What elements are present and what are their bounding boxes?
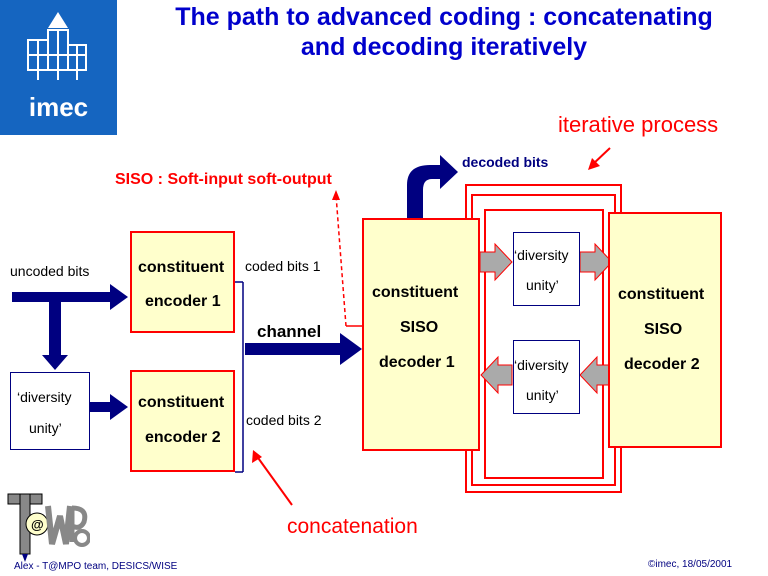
- arrow-dec2-to-div-bottom: [579, 355, 611, 395]
- tempo-logo-graphic: @: [7, 493, 90, 562]
- arrow-decoded-bits: [407, 155, 458, 218]
- footer-left: Alex - T@MPO team, DESICS/WISE: [14, 561, 178, 572]
- title-line-1: The path to advanced coding : concatenat…: [175, 3, 713, 31]
- diversity-top-line-2: unity’: [526, 277, 559, 293]
- siso-pointer-head: [332, 190, 340, 200]
- arrow-diversity-to-encoder2: [90, 394, 128, 420]
- arrow-channel: [245, 333, 362, 365]
- page-title: The path to advanced coding : concatenat…: [120, 2, 768, 62]
- decoder-1-line-3: decoder 1: [379, 354, 455, 371]
- arrow-uncoded-to-encoder1: [12, 284, 128, 310]
- diversity-unity-left: ‘diversity unity’: [10, 372, 90, 450]
- encoder-bracket: [235, 281, 244, 473]
- encoder-1-line-1: constituent: [138, 259, 225, 276]
- coded-bits-2-label: coded bits 2: [246, 412, 322, 428]
- decoder-2-line-1: constituent: [618, 286, 705, 303]
- diversity-unity-bottom: ‘diversity unity’: [513, 340, 580, 414]
- decoder-2-line-3: decoder 2: [624, 356, 700, 373]
- arrow-div-bottom-to-dec1: [480, 355, 513, 395]
- encoder-2-line-2: encoder 2: [145, 429, 221, 446]
- concatenation-label: concatenation: [287, 515, 418, 538]
- uncoded-bits-label: uncoded bits: [10, 263, 90, 279]
- decoder-1-block: constituent SISO decoder 1: [362, 218, 480, 451]
- decoder-1-line-1: constituent: [372, 284, 459, 301]
- diversity-top-line-1: ‘diversity: [514, 247, 569, 263]
- diversity-unity-top: ‘diversity unity’: [513, 232, 580, 306]
- logo-text: imec: [28, 92, 89, 122]
- title-line-2: and decoding iteratively: [300, 33, 588, 61]
- diversity-left-line-1: ‘diversity: [17, 389, 72, 405]
- concatenation-pointer: [255, 454, 293, 506]
- coded-bits-1-label: coded bits 1: [245, 258, 321, 274]
- imec-logo-graphic: [27, 12, 87, 80]
- decoded-bits-label: decoded bits: [462, 154, 549, 170]
- decoder-2-line-2: SISO: [644, 321, 683, 338]
- iterative-pointer-head: [588, 158, 600, 170]
- channel-label: channel: [257, 322, 322, 341]
- siso-pointer: [335, 194, 347, 327]
- decoder-1-line-2: SISO: [400, 319, 439, 336]
- encoder-2-block: constituent encoder 2: [130, 370, 235, 472]
- siso-definition-label: SISO : Soft-input soft-output: [115, 171, 332, 188]
- iterative-process-label: iterative process: [558, 112, 719, 137]
- arrow-dec1-to-div-top: [479, 242, 513, 282]
- footer-right: ©imec, 18/05/2001: [648, 559, 733, 570]
- diversity-bottom-line-1: ‘diversity: [514, 357, 569, 373]
- encoder-1-line-2: encoder 1: [145, 293, 221, 310]
- concatenation-pointer-head: [252, 450, 262, 463]
- svg-text:@: @: [31, 517, 44, 532]
- encoder-1-block: constituent encoder 1: [130, 231, 235, 333]
- diversity-left-line-2: unity’: [29, 420, 62, 436]
- decoder-2-block: constituent SISO decoder 2: [608, 212, 722, 448]
- arrow-div-top-to-dec2: [579, 242, 613, 282]
- imec-logo: imec: [0, 0, 117, 135]
- tempo-team-logo: @: [4, 486, 90, 562]
- arrow-down-to-diversity: [42, 302, 68, 370]
- encoder-2-line-1: constituent: [138, 394, 225, 411]
- diversity-bottom-line-2: unity’: [526, 387, 559, 403]
